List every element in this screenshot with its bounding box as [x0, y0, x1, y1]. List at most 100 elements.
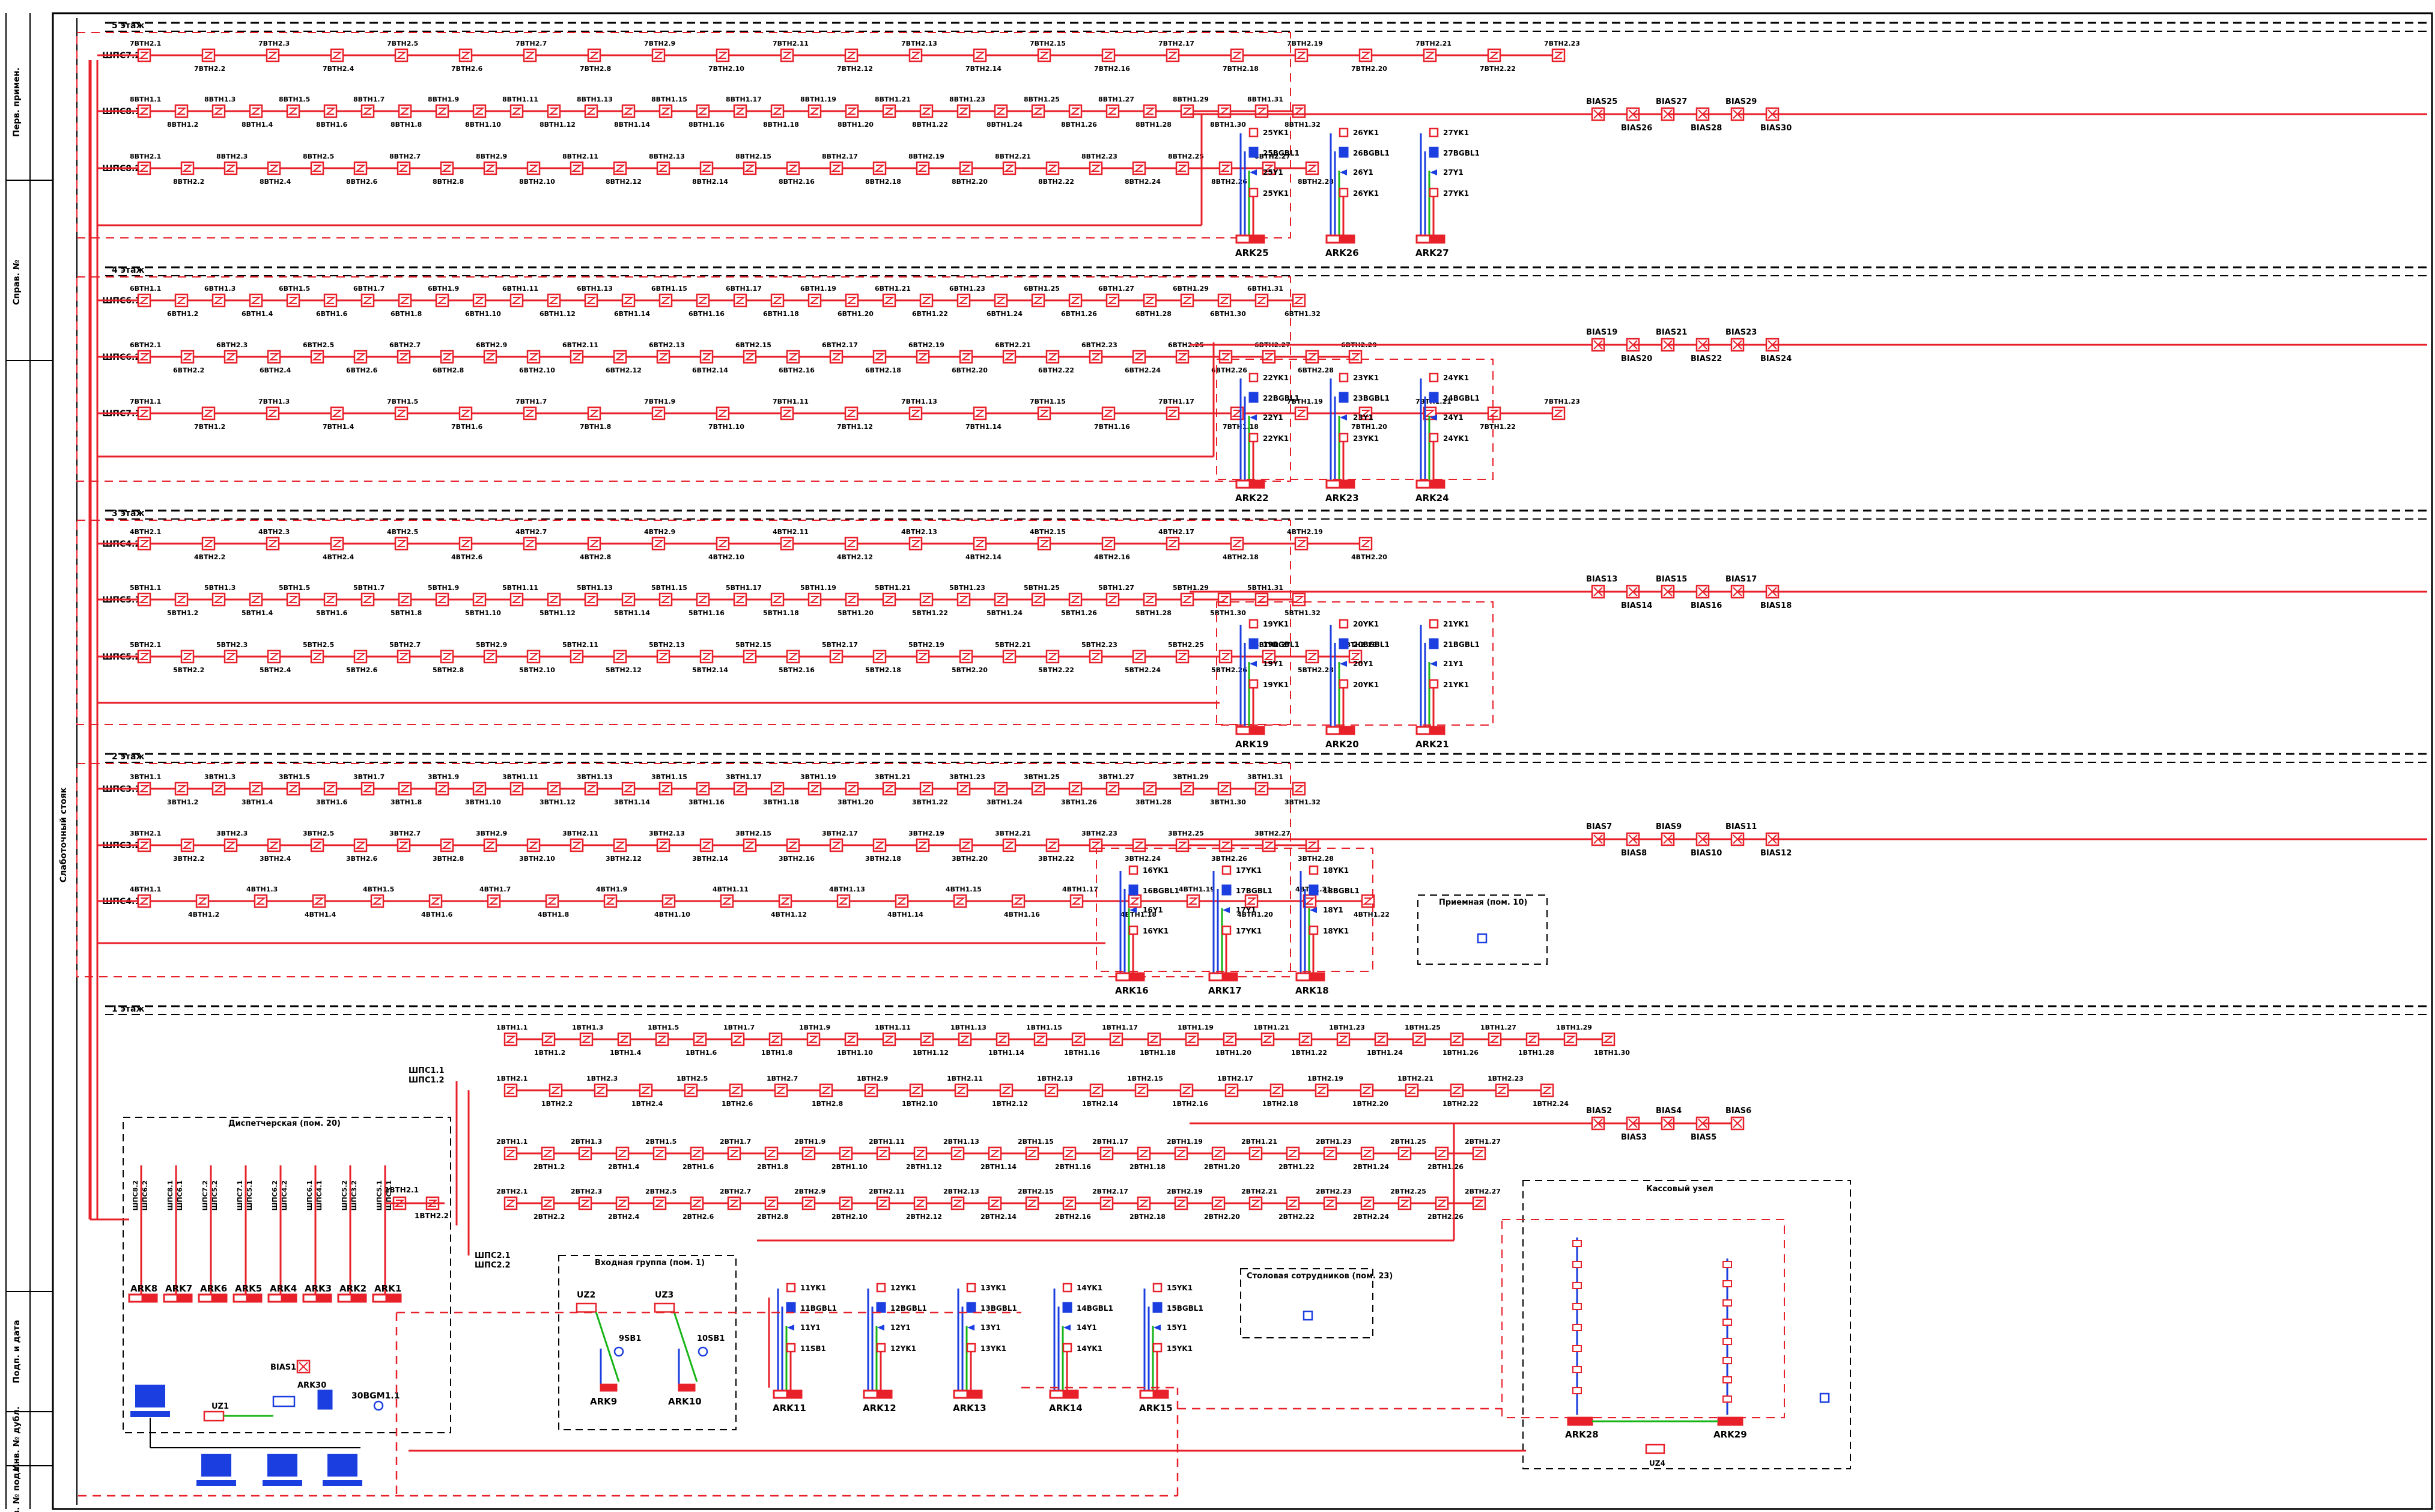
sensor-icon — [1062, 1343, 1072, 1353]
detector-label: 3BTH1.12 — [540, 798, 576, 806]
detector-icon — [398, 592, 412, 607]
cash-sensor-icon — [1722, 1376, 1732, 1383]
detector-icon — [807, 104, 822, 118]
riser-tag: ШПС1.1 — [409, 1066, 445, 1075]
relay-icon — [786, 1307, 796, 1313]
relay-icon — [1339, 397, 1349, 403]
detector-icon — [472, 293, 487, 308]
sounder-icon — [1129, 907, 1137, 913]
detector-icon — [1262, 649, 1276, 664]
detector-label: 7BTH2.16 — [1094, 65, 1130, 73]
detector-icon — [211, 592, 226, 607]
uz3-label: UZ3 — [655, 1290, 673, 1300]
detector-label: 4BTH2.7 — [515, 528, 547, 536]
detector-label: 1BTH2.6 — [722, 1100, 753, 1108]
detector-label: 5BTH1.10 — [465, 609, 501, 617]
detector-icon — [310, 838, 324, 852]
relay-icon — [1128, 884, 1138, 890]
detector-icon — [397, 838, 411, 852]
detector-label: 7BTH2.10 — [708, 65, 744, 73]
detector-icon — [876, 1196, 890, 1210]
relay-icon — [1429, 392, 1439, 398]
detector-label: 5BTH2.13 — [649, 641, 685, 649]
detector-label: 1BTH2.1 — [496, 1075, 527, 1082]
detector-label: 8BTH1.4 — [242, 121, 273, 129]
detector-icon — [845, 592, 859, 607]
detector-icon — [655, 1032, 669, 1046]
detector-label: 5BTH1.30 — [1210, 609, 1246, 617]
ark-col-label: ШПС7.2 — [201, 1180, 209, 1210]
detector-label: 8BTH2.21 — [995, 153, 1031, 160]
detector-icon — [579, 1032, 594, 1046]
ark-line-label: 15YK1 — [1167, 1284, 1193, 1292]
ark-line-label: 15BGBL1 — [1167, 1304, 1203, 1313]
ark28-label: ARK28 — [1565, 1429, 1599, 1440]
detector-icon — [1211, 1196, 1226, 1210]
ark-col-label: ШПС5.2 — [341, 1180, 348, 1210]
ark-col-label: ШПС3.1 — [385, 1180, 393, 1210]
sensor-icon — [1248, 619, 1259, 629]
detector-label: 4BTH2.1 — [130, 528, 161, 536]
detector-icon — [950, 1196, 965, 1210]
detector-label: 1BTH2.15 — [1127, 1075, 1163, 1082]
detector-label: 6BTH1.23 — [949, 285, 985, 293]
detector-label: 5BTH1.14 — [614, 609, 650, 617]
detector-icon — [323, 592, 338, 607]
detector-label: 8BTH2.4 — [260, 178, 291, 186]
stamp-inv-podl: Инв. № подл. — [12, 1463, 22, 1512]
detector-label: 2BTH1.15 — [1018, 1138, 1054, 1146]
detector-label: 7BTH2.19 — [1287, 40, 1323, 47]
detector-label: 7BTH2.6 — [451, 65, 483, 73]
detector-label: 2BTH1.19 — [1167, 1138, 1203, 1146]
detector-label: 1BTH2.4 — [631, 1100, 663, 1108]
ark-line-label: 18Y1 — [1323, 906, 1343, 914]
detector-label: 7BTH2.4 — [323, 65, 354, 73]
detector-label: 4BTH2.19 — [1287, 528, 1323, 536]
detector-icon — [699, 161, 714, 175]
detector-icon — [1045, 161, 1060, 175]
detector-label: 4BTH1.22 — [1354, 911, 1390, 918]
bias-label: BIAS3 — [1621, 1133, 1647, 1142]
detector-label: 7BTH1.3 — [258, 398, 290, 405]
ark-col-label: ШПС6.2 — [271, 1180, 279, 1210]
detector-icon — [651, 536, 666, 551]
detector-icon — [727, 1196, 741, 1210]
detector-icon — [913, 1196, 928, 1210]
sensor-icon — [1477, 933, 1488, 944]
sensor-icon — [876, 1283, 886, 1293]
sensor-icon — [1429, 433, 1439, 443]
detector-label: 8BTH1.26 — [1061, 121, 1097, 129]
detector-label: 7BTH2.21 — [1415, 40, 1452, 47]
detector-label: 1BTH2.24 — [1533, 1100, 1569, 1108]
ark-name: ARK20 — [1325, 739, 1359, 750]
detector-label: 1BTH1.7 — [723, 1024, 755, 1031]
detector-icon — [780, 406, 794, 421]
relay-icon — [876, 1302, 886, 1308]
detector-icon — [1262, 350, 1276, 364]
detector-label: 3BTH2.11 — [562, 830, 598, 837]
detector-label: 7BTH1.16 — [1094, 423, 1130, 431]
detector-icon — [249, 592, 263, 607]
detector-icon — [137, 782, 151, 796]
bias-label: BIAS7 — [1586, 822, 1612, 831]
ark-name: ARK13 — [953, 1403, 986, 1413]
detector-icon — [872, 350, 887, 364]
ark-block-fill — [1248, 726, 1264, 735]
detector-label: 6BTH1.24 — [986, 310, 1023, 318]
detector-icon — [1405, 1083, 1419, 1098]
detector-icon — [613, 161, 627, 175]
ark-name: ARK2 — [339, 1283, 366, 1294]
detector-icon — [801, 1146, 816, 1161]
detector-icon — [780, 536, 794, 551]
ark-line-label: 22YK1 — [1263, 374, 1289, 382]
detector-icon — [916, 838, 930, 852]
detector-icon — [829, 161, 844, 175]
detector-label: 8BTH1.6 — [316, 121, 348, 129]
detector-icon — [1397, 1146, 1412, 1161]
detector-label: 1BTH2.8 — [812, 1100, 843, 1108]
detector-icon — [223, 649, 238, 664]
detector-icon — [578, 1146, 592, 1161]
ark-name: ARK24 — [1415, 493, 1449, 503]
detector-icon — [1137, 1196, 1151, 1210]
detector-icon — [613, 649, 627, 664]
